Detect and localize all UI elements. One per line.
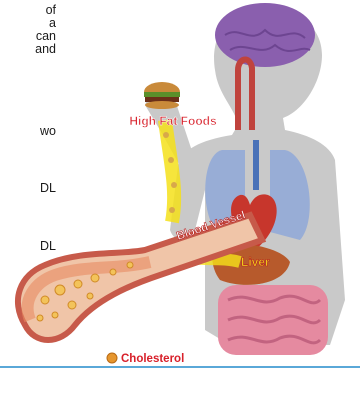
label-cholesterol: Cholesterol (121, 353, 184, 365)
label-liver: Liver (241, 255, 270, 269)
label-high-fat-foods: High Fat Foods (129, 114, 217, 128)
burger-icon (144, 82, 180, 109)
cholesterol-legend-dot (107, 353, 117, 363)
bottom-divider (0, 366, 360, 368)
brain (215, 3, 315, 67)
intestines (218, 285, 328, 355)
